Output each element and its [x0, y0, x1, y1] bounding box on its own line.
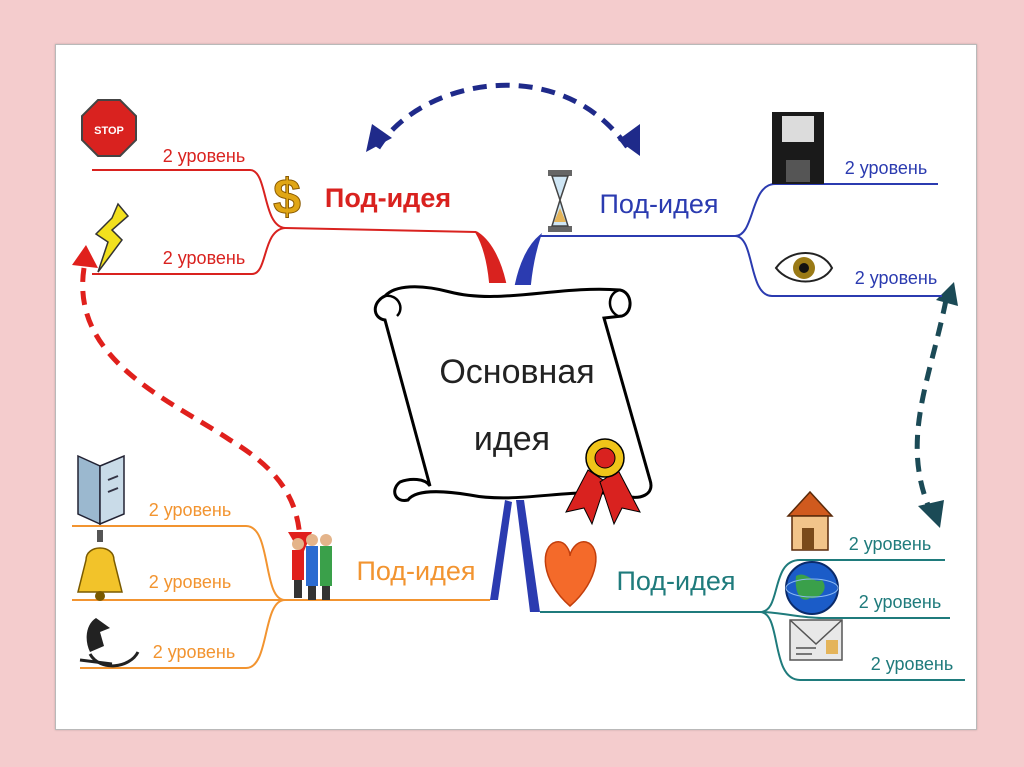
- level-label: 2 уровень: [153, 642, 236, 662]
- book-icon: [77, 454, 125, 526]
- level-label: 2 уровень: [149, 572, 232, 592]
- dollar-icon: $: [273, 169, 302, 226]
- envelope-icon: [789, 619, 843, 661]
- bell-icon: [77, 530, 123, 601]
- center-scroll: [373, 285, 653, 526]
- dashed-arrow-top: [366, 82, 640, 156]
- heart-icon: [544, 541, 597, 607]
- branch-top-left: [92, 169, 507, 283]
- branch-top-right: [514, 183, 942, 297]
- subidea-title-top-left: Под-идея: [325, 183, 451, 213]
- center-title-line1: Основная: [439, 353, 594, 391]
- house-icon: [786, 490, 834, 551]
- rosette-icon: [565, 438, 641, 526]
- level-label: 2 уровень: [855, 268, 938, 288]
- dashed-arrow-right: [914, 282, 958, 528]
- eye-icon: [774, 252, 834, 283]
- floppy-disk-icon: [772, 112, 824, 184]
- stop-sign-icon: STOP: [81, 99, 137, 157]
- subidea-title-bottom-right: Под-идея: [616, 566, 735, 596]
- subidea-title-top-right: Под-идея: [599, 189, 718, 219]
- level-label: 2 уровень: [149, 500, 232, 520]
- svg-text:$: $: [273, 169, 301, 225]
- center-ribbons-bottom: [490, 500, 540, 612]
- level-label: 2 уровень: [859, 592, 942, 612]
- center-title-line2: идея: [474, 420, 550, 458]
- level-label: 2 уровень: [163, 248, 246, 268]
- phone-icon: [79, 618, 140, 668]
- branch-bottom-left: [72, 525, 490, 669]
- level-label: 2 уровень: [163, 146, 246, 166]
- branch-bottom-right: [540, 559, 965, 681]
- subidea-title-bottom-left: Под-идея: [356, 556, 475, 586]
- level-label: 2 уровень: [849, 534, 932, 554]
- globe-icon: [785, 561, 839, 615]
- level-label: 2 уровень: [845, 158, 928, 178]
- svg-text:STOP: STOP: [94, 125, 124, 137]
- lightning-icon: [94, 202, 130, 273]
- people-icon: [292, 534, 332, 600]
- hourglass-icon: [548, 170, 572, 232]
- level-label: 2 уровень: [871, 654, 954, 674]
